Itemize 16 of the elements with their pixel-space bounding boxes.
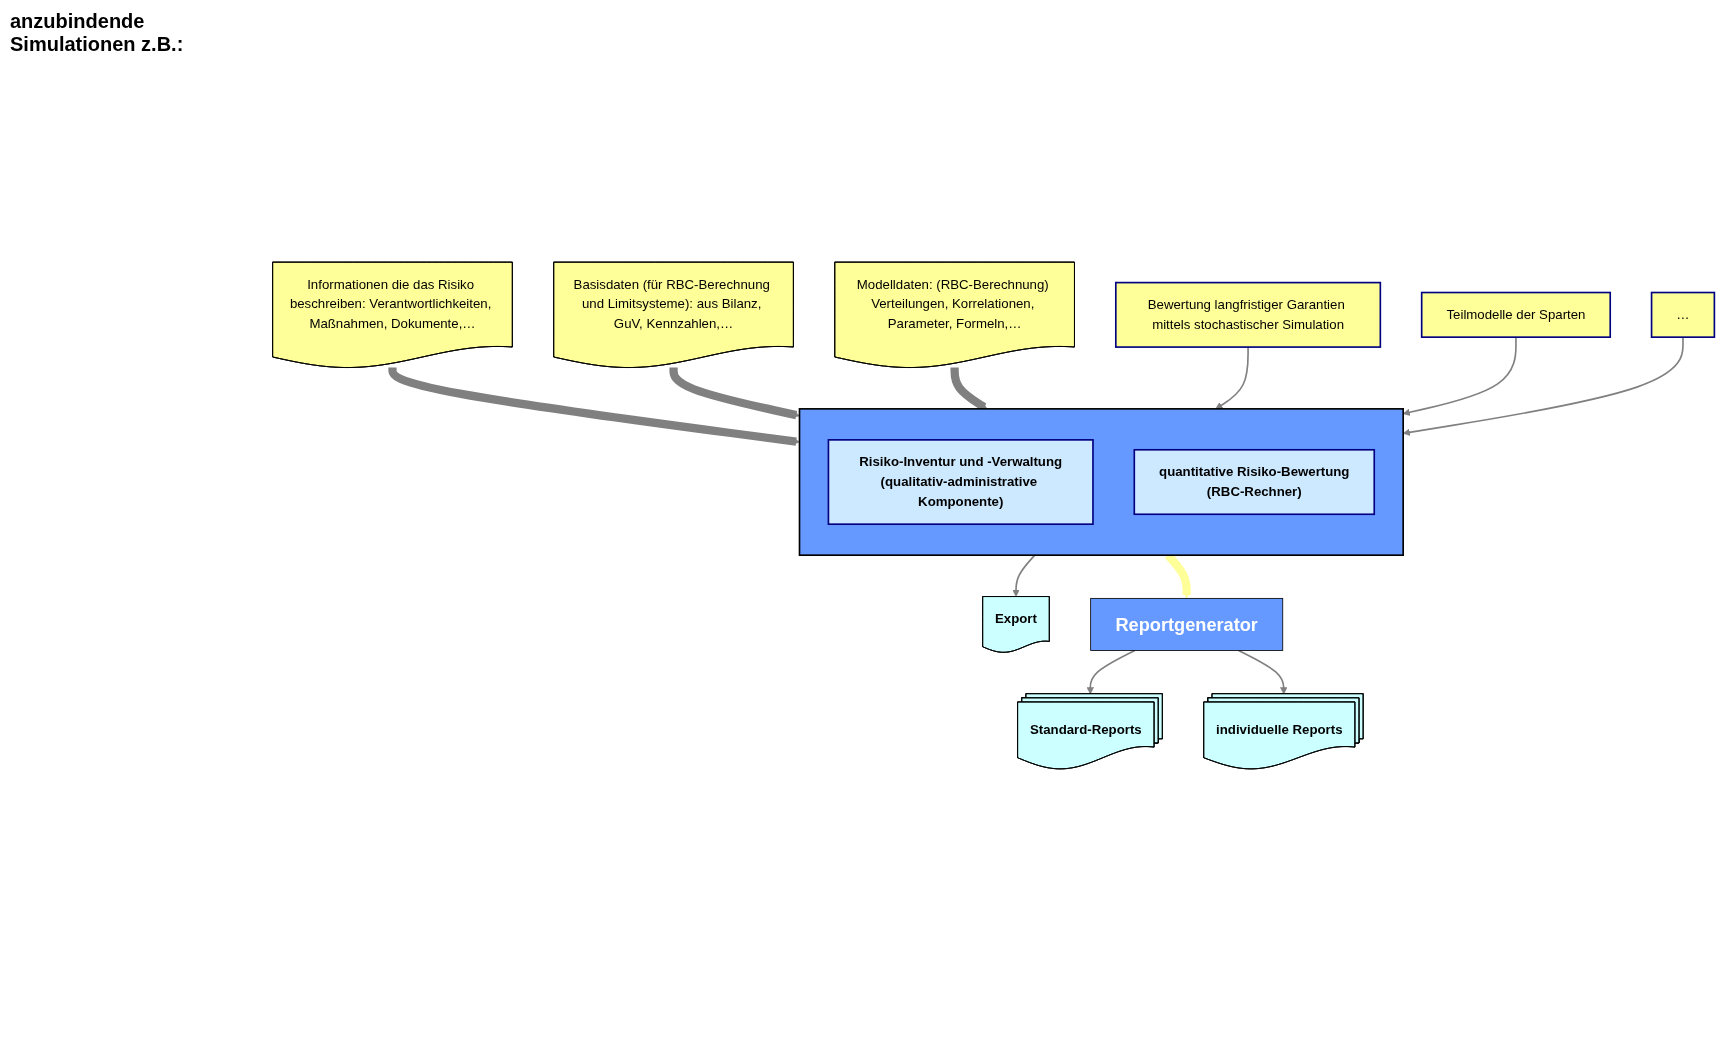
- node-box: Reportgenerator: [1090, 597, 1284, 651]
- arrow: [1086, 649, 1136, 695]
- arrow: [1237, 649, 1288, 695]
- arrow: [669, 366, 800, 420]
- node-box: Teilmodelle der Sparten: [1420, 291, 1612, 338]
- arrow: [1402, 336, 1517, 416]
- node-box: quantitative Risiko-Bewertung (RBC-Rechner): [1133, 448, 1376, 516]
- arrow: [388, 366, 800, 446]
- node-box: …: [1650, 291, 1716, 338]
- cluster: [798, 408, 1404, 556]
- arrow: [1402, 336, 1684, 436]
- node-box: Risiko-Inventur und -Verwaltung (qualitativ-administrative Komponente): [827, 439, 1094, 525]
- arrow: [1012, 554, 1036, 597]
- arrow: [1215, 346, 1249, 410]
- node-box: Bewertung langfristiger Garantien mittels stochastischer Simulation: [1115, 281, 1382, 348]
- note-text: anzubindende Simulationen z.B.:: [10, 10, 185, 56]
